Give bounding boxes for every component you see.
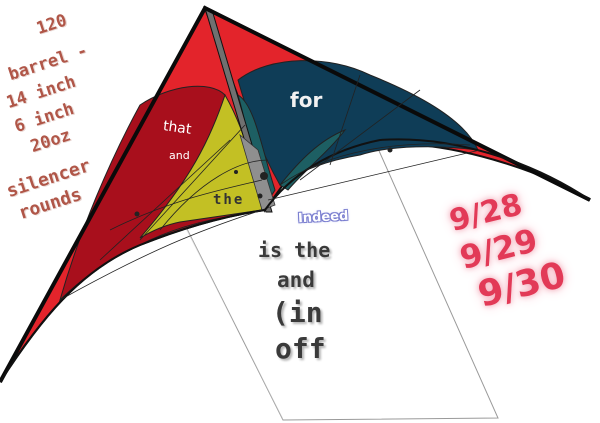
kite-bridle-lines (59, 74, 481, 301)
sheet-line-2: and (277, 268, 315, 292)
kite-fittings (134, 147, 393, 217)
paper-sheet-shade (180, 215, 283, 420)
kite-trailing-edge (0, 138, 591, 383)
indeed-label: Indeed (297, 208, 349, 227)
sheet-line-4: off (275, 332, 326, 365)
kite-label-the: the (213, 192, 245, 208)
left-line-1: 120 (34, 10, 70, 40)
kite-center-panel (239, 133, 276, 211)
left-line-2: barrel - (6, 40, 91, 86)
left-text-block: 120 barrel - 14 inch 6 inch 20oz silence… (0, 0, 150, 224)
kite (0, 5, 591, 383)
kite-label-for: for (290, 88, 323, 112)
kite-leading-edge (0, 5, 591, 383)
kite-navy-panel (237, 60, 479, 186)
sheet-line-3: (in (272, 296, 323, 329)
kite-label-and: and (169, 149, 190, 162)
sheet-line-1: is the (258, 238, 331, 262)
